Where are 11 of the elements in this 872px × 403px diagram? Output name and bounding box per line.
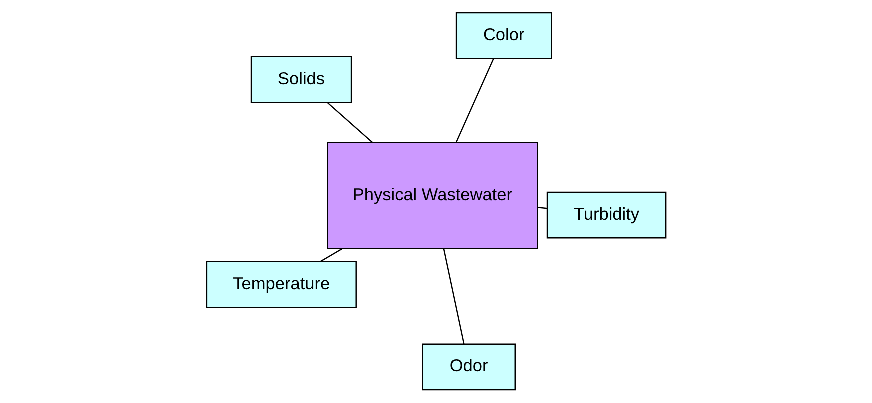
node-box: Physical Wastewater [326, 142, 538, 250]
node-box: Odor [422, 344, 516, 391]
connector [455, 58, 494, 143]
node-box: Solids [250, 56, 352, 104]
node-box: Temperature [206, 261, 356, 308]
connector [326, 102, 372, 143]
connector [442, 248, 464, 344]
connector [537, 206, 547, 210]
node-box: Turbidity [546, 192, 666, 239]
connector [320, 248, 342, 262]
node-box: Color [455, 12, 552, 60]
